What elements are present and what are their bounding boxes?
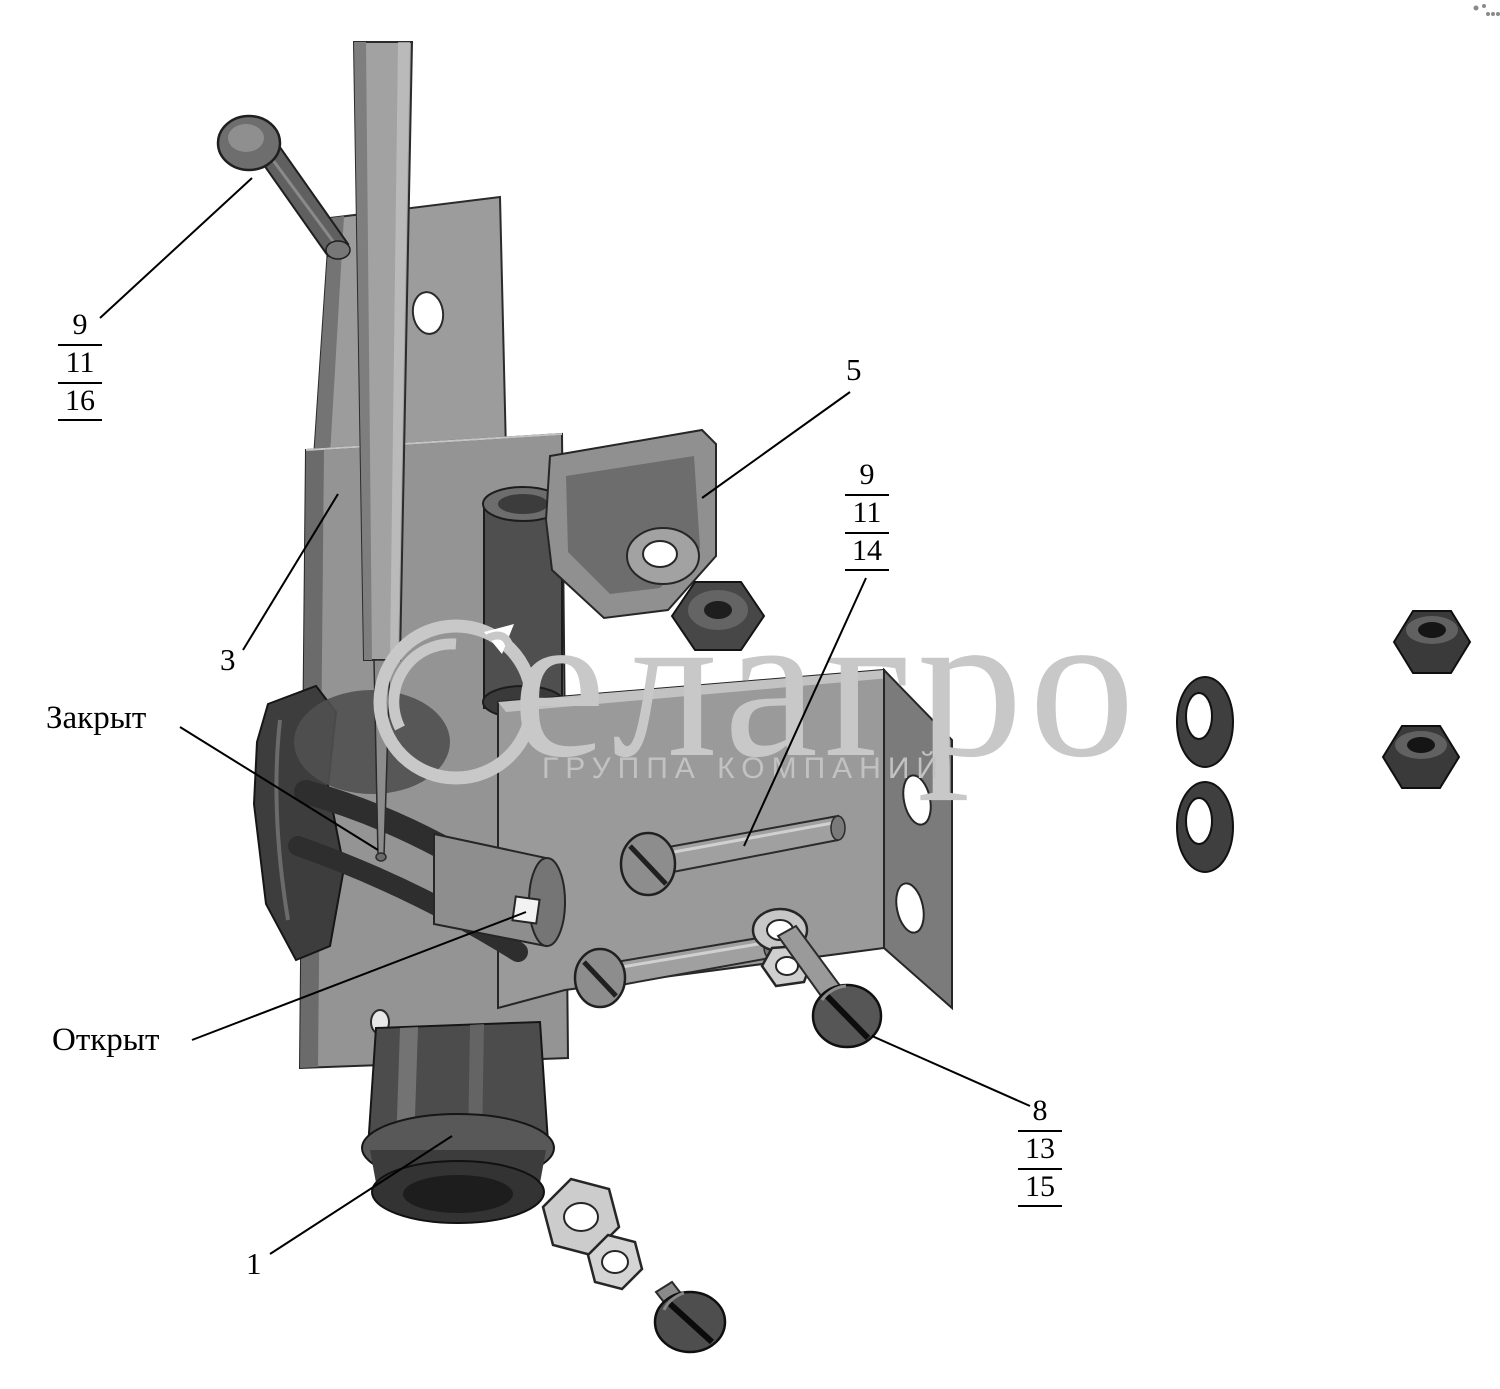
leader-closed: [179, 726, 379, 851]
callout-5: 5: [846, 352, 862, 387]
leader-8-13-15: [871, 1035, 1031, 1107]
bolt-top-left: [216, 114, 351, 260]
callout-number: 15: [1018, 1170, 1062, 1208]
callout-open: Открыт: [52, 1022, 160, 1058]
screw-bottom: [653, 1280, 727, 1354]
watermark-logo-icon: [373, 619, 539, 785]
leader-5: [701, 391, 851, 499]
leader-9-11-16: [99, 177, 253, 319]
leader-open: [191, 911, 527, 1041]
callout-number: 14: [845, 534, 889, 572]
hex-nut-pair: [1381, 610, 1472, 789]
leader-3: [242, 493, 339, 651]
bolt-lower: [573, 934, 777, 1009]
valve-outlet-cylinder: [433, 832, 566, 948]
hex-washer-small: [586, 1233, 644, 1291]
lower-pipe-fitting: [361, 1020, 555, 1224]
hex-nut-center: [670, 581, 766, 651]
callout-number: 13: [1018, 1132, 1062, 1170]
callout-stack-9-11-16: 9 11 16: [58, 308, 102, 422]
callout-stack-8-13-15: 8 13 15: [1018, 1094, 1062, 1208]
watermark-brand: елагро: [512, 566, 1141, 801]
callout-1: 1: [246, 1246, 262, 1281]
callout-3: 3: [220, 642, 236, 677]
leader-1: [269, 1135, 453, 1255]
leader-9-11-14: [743, 577, 867, 847]
callout-stack-9-11-14: 9 11 14: [845, 458, 889, 572]
callout-number: 9: [845, 458, 889, 496]
watermark-tagline: ГРУППА КОМПАНИЙ: [542, 752, 945, 785]
callout-number: 11: [58, 346, 102, 384]
callout-closed: Закрыт: [46, 700, 147, 736]
callout-number: 9: [58, 308, 102, 346]
callout-number: 8: [1018, 1094, 1062, 1132]
corner-marks: [1473, 4, 1500, 16]
washer-pair: [1176, 676, 1234, 873]
saddle-clamp: [544, 428, 717, 620]
callout-number: 16: [58, 384, 102, 422]
screw-angled: [776, 924, 883, 1049]
indicator-square: [511, 895, 541, 925]
callout-number: 11: [845, 496, 889, 534]
